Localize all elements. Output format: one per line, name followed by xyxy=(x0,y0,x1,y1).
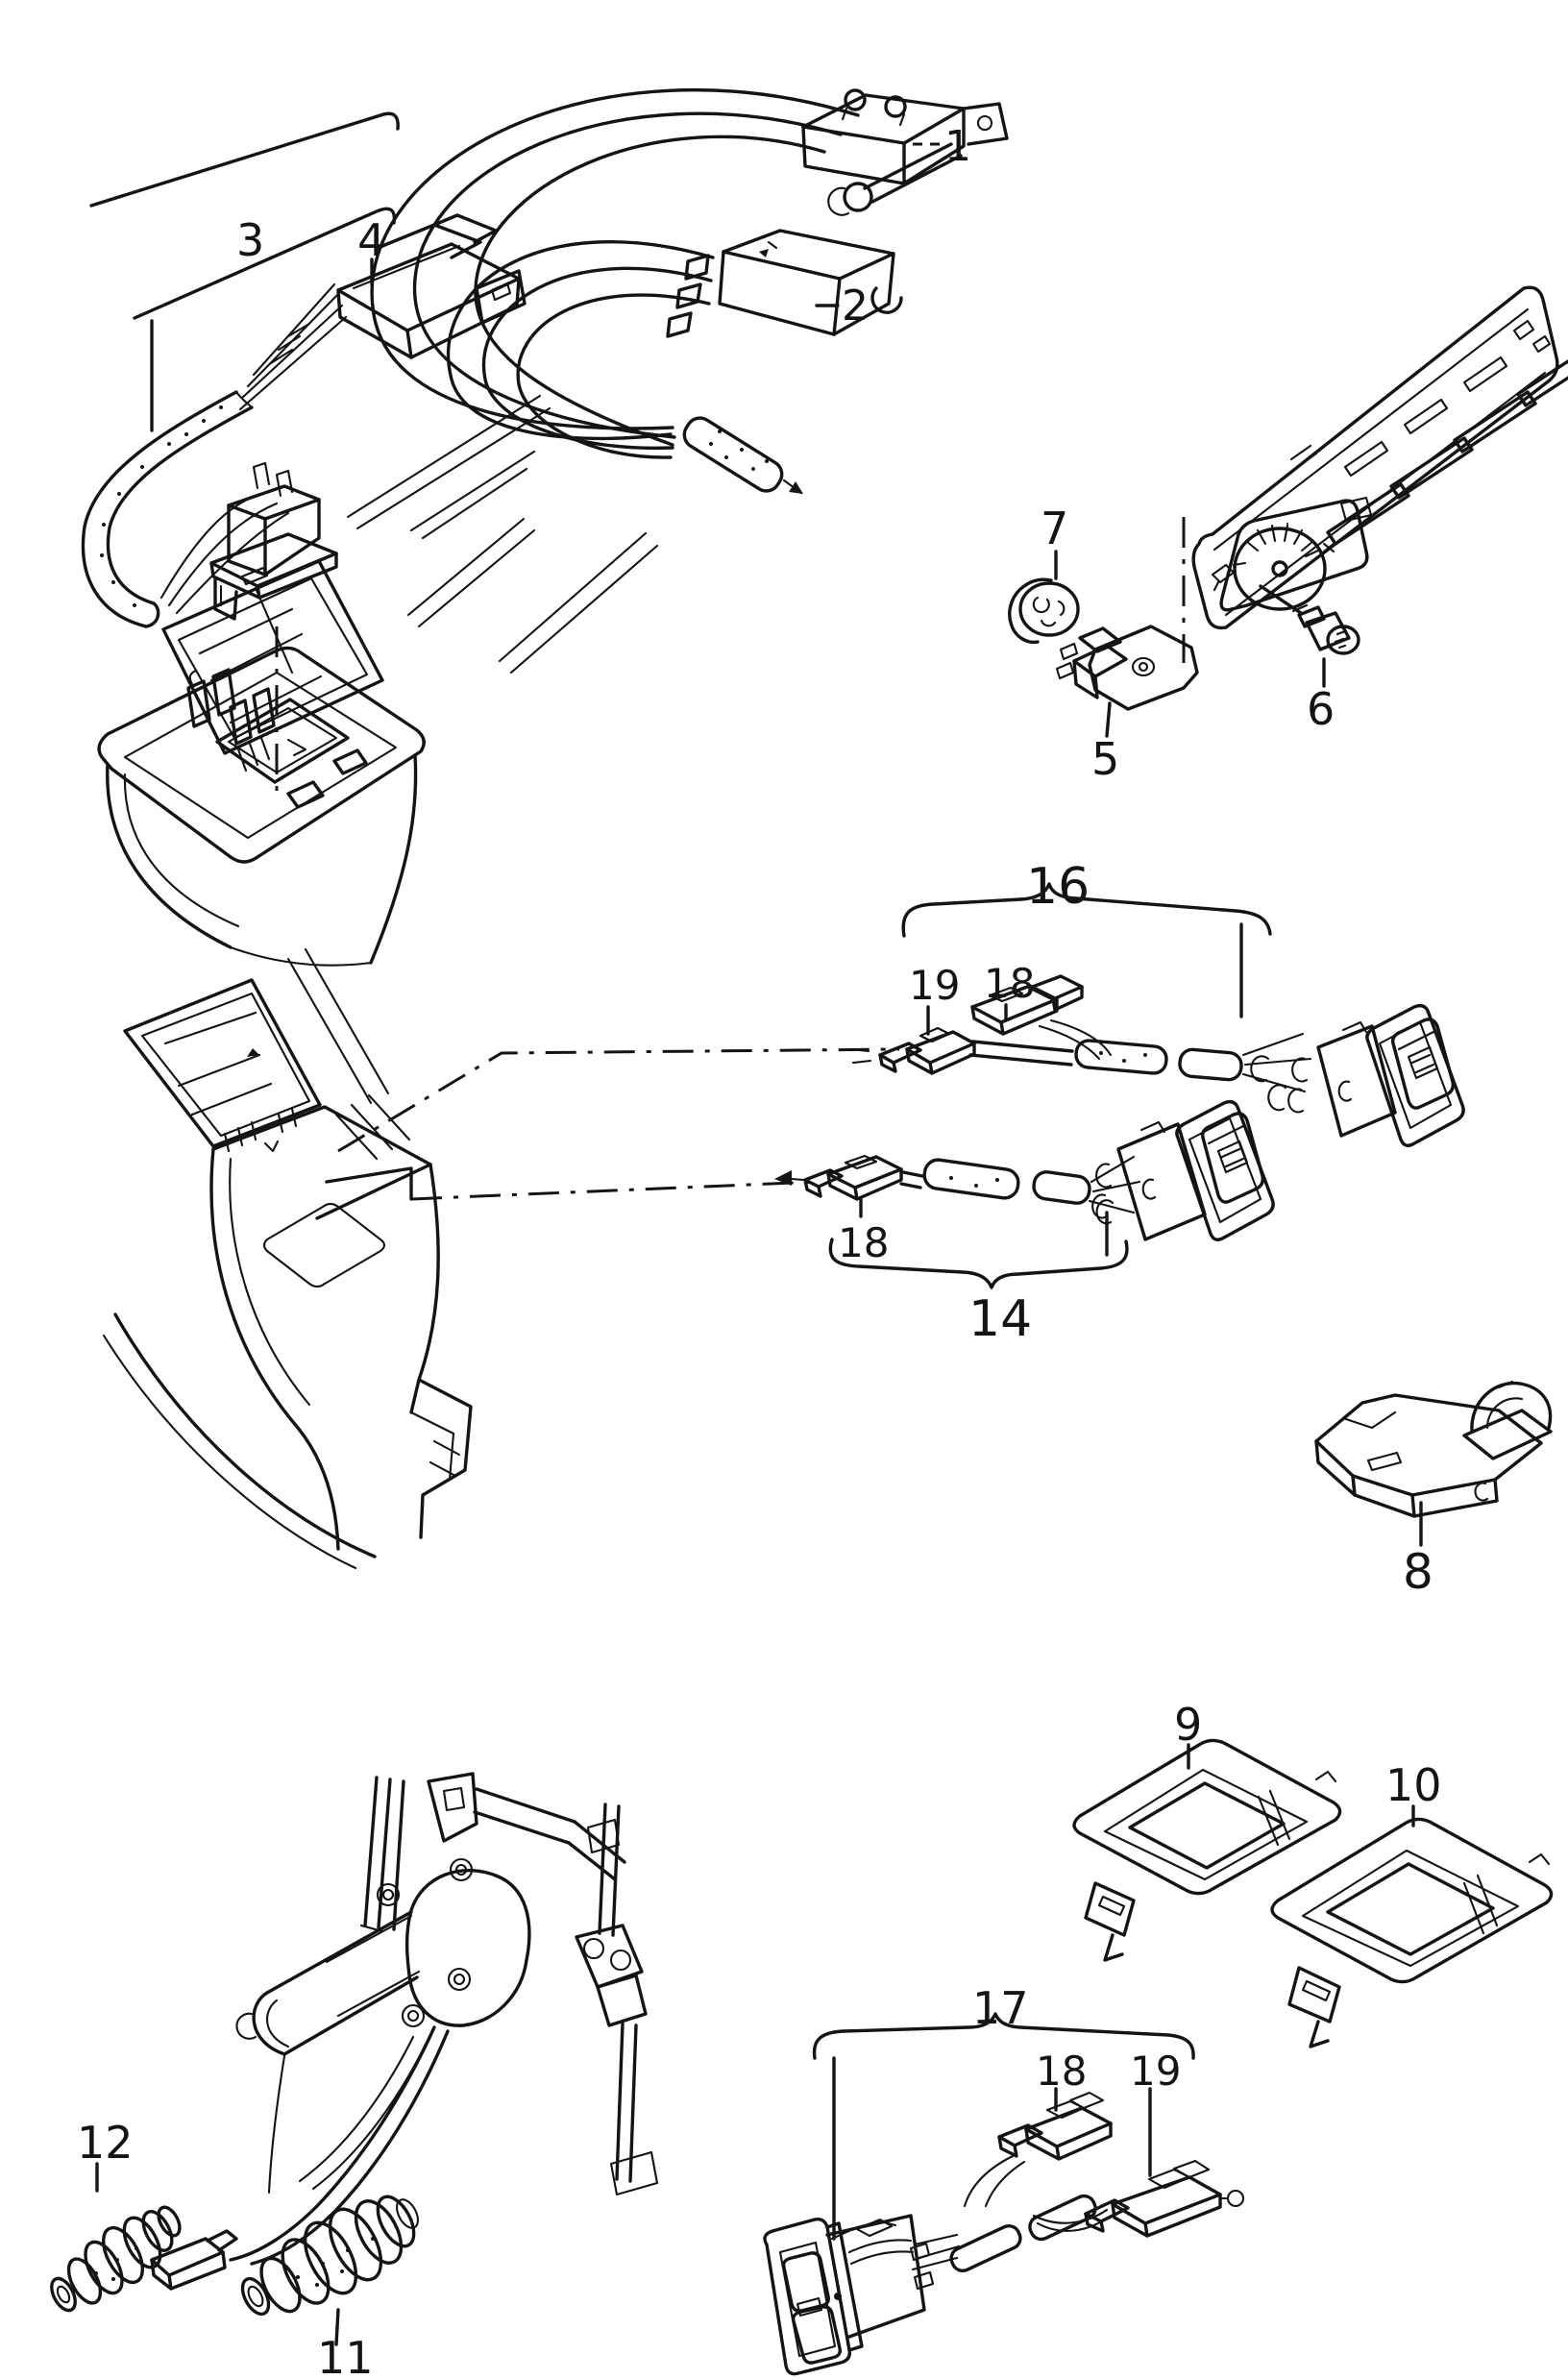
micro-switch-2 xyxy=(666,229,903,338)
part-label-11[interactable]: 11 xyxy=(317,2332,374,2379)
part-label-6[interactable]: 6 xyxy=(1307,683,1335,735)
connector-18 xyxy=(774,1154,903,1201)
part-label-7[interactable]: 7 xyxy=(1041,503,1068,554)
trim-frame-10 xyxy=(1270,1804,1554,2048)
leader-11 xyxy=(334,2308,340,2346)
window-switch-rear xyxy=(763,2214,935,2376)
part-label-17[interactable]: 17 xyxy=(972,1982,1029,2034)
part-label-19[interactable]: 19 xyxy=(1130,2048,1181,2095)
harness-16 xyxy=(847,882,1465,1147)
body-context-lines xyxy=(346,394,659,674)
part-label-18[interactable]: 18 xyxy=(984,960,1035,1007)
leader-5 xyxy=(1105,701,1112,738)
part-label-10[interactable]: 10 xyxy=(1385,1759,1442,1811)
switch-5 xyxy=(1055,625,1199,738)
trim-frame-9 xyxy=(1072,1738,1342,1962)
connector-19 xyxy=(847,1026,976,1075)
cap-7 xyxy=(1008,550,1080,645)
micro-switch-1 xyxy=(801,88,1009,216)
bracket-17 xyxy=(812,2012,1195,2060)
grommet-11 xyxy=(240,2195,419,2346)
cable-arcs xyxy=(370,87,860,495)
connector-18 xyxy=(963,2091,1113,2208)
centre-console xyxy=(102,947,473,1570)
part-label-14[interactable]: 14 xyxy=(968,1290,1032,1348)
inline-connector xyxy=(150,2229,238,2291)
grommet-12 xyxy=(50,2162,182,2313)
part-label-4[interactable]: 4 xyxy=(357,214,385,266)
harness-17 xyxy=(763,2012,1245,2376)
window-switch-centre xyxy=(1091,1099,1275,1241)
bracket-14 xyxy=(828,1238,1129,1289)
leader-6-diagonal xyxy=(1259,584,1303,615)
harness-14 xyxy=(774,1099,1275,1289)
window-switch-right xyxy=(1287,1003,1465,1147)
part-label-12[interactable]: 12 xyxy=(77,2117,134,2169)
bracket-3 xyxy=(89,111,400,432)
part-label-5[interactable]: 5 xyxy=(1091,733,1119,785)
harness-connector-4 xyxy=(81,213,527,796)
mirror-switch-8 xyxy=(1314,1380,1553,1547)
bracket-16 xyxy=(901,882,1272,938)
part-label-18[interactable]: 18 xyxy=(838,1219,889,1266)
part-label-16[interactable]: 16 xyxy=(1026,858,1090,916)
part-label-18[interactable]: 18 xyxy=(1036,2048,1087,2095)
part-label-8[interactable]: 8 xyxy=(1403,1544,1433,1600)
part-label-19[interactable]: 19 xyxy=(909,962,960,1009)
window-regulator xyxy=(229,1772,659,2266)
connector-19 xyxy=(1032,2159,1245,2238)
bulb-6 xyxy=(1259,584,1360,688)
roof-relay xyxy=(209,484,338,621)
console-to-harness-leaders xyxy=(325,1047,900,1201)
part-label-2[interactable]: 2 xyxy=(842,282,869,331)
dash-panel-assembly xyxy=(1008,285,1568,738)
part-label-9[interactable]: 9 xyxy=(1174,1699,1202,1751)
cable-sleeve xyxy=(682,416,803,495)
roof-console xyxy=(97,559,426,967)
part-label-1[interactable]: 1 xyxy=(944,122,971,171)
part-label-3[interactable]: 3 xyxy=(236,214,264,266)
connector-18 xyxy=(970,974,1113,1061)
